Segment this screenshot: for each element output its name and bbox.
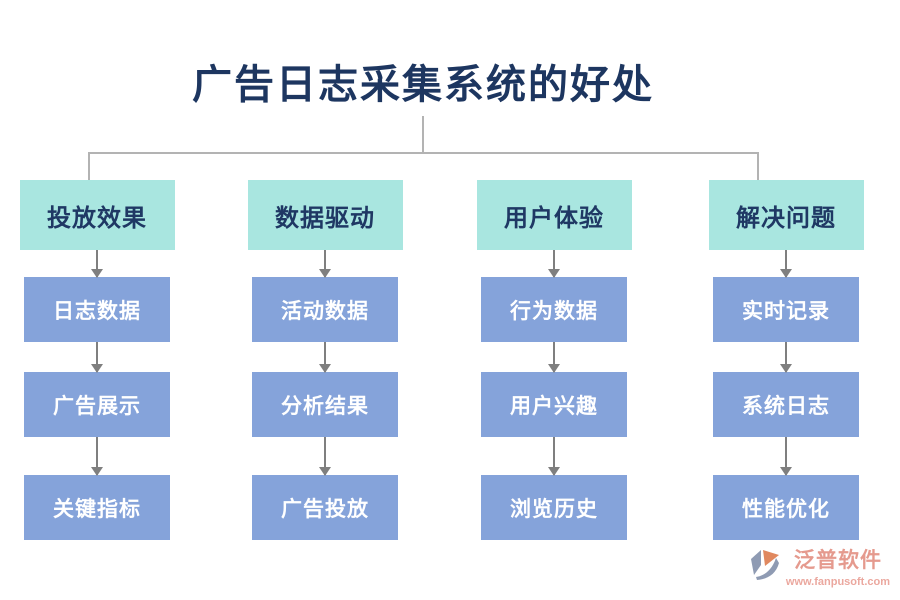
header-box: 解决问题 [708,180,864,250]
item-box: 系统日志 [713,372,859,437]
down-arrow-icon [324,437,326,475]
down-arrow-icon [785,250,787,277]
item-box: 日志数据 [24,277,170,342]
item-box: 用户兴趣 [481,372,627,437]
watermark-text: 泛普软件 www.fanpusoft.com [786,544,890,588]
down-arrow-icon [785,437,787,475]
down-arrow-icon [96,437,98,475]
down-arrow-icon [96,342,98,372]
item-box: 活动数据 [252,277,398,342]
column-data-driven: 数据驱动 活动数据 分析结果 广告投放 [245,180,405,540]
connector-drop-right [757,152,759,180]
down-arrow-icon [324,342,326,372]
connector-drop-left [88,152,90,180]
item-box: 广告展示 [24,372,170,437]
watermark: 泛普软件 www.fanpusoft.com [744,544,890,588]
down-arrow-icon [96,250,98,277]
down-arrow-icon [785,342,787,372]
page-title: 广告日志采集系统的好处 [192,62,654,107]
column-user-experience: 用户体验 行为数据 用户兴趣 浏览历史 [474,180,634,540]
fanpu-logo-icon [750,550,779,580]
down-arrow-icon [324,250,326,277]
watermark-brand: 泛普软件 [793,548,882,572]
item-box: 行为数据 [481,277,627,342]
down-arrow-icon [553,342,555,372]
header-box: 数据驱动 [247,180,403,250]
watermark-url: www.fanpusoft.com [785,576,890,588]
down-arrow-icon [553,437,555,475]
item-box: 浏览历史 [481,475,627,540]
item-box: 实时记录 [713,277,859,342]
header-box: 用户体验 [476,180,632,250]
column-problem-solving: 解决问题 实时记录 系统日志 性能优化 [706,180,866,540]
connector-title-stem [422,116,424,152]
down-arrow-icon [553,250,555,277]
column-delivery-effect: 投放效果 日志数据 广告展示 关键指标 [17,180,177,540]
header-box: 投放效果 [19,180,175,250]
connector-horizontal-bar [88,152,759,154]
item-box: 广告投放 [252,475,398,540]
item-box: 性能优化 [713,475,859,540]
item-box: 关键指标 [24,475,170,540]
item-box: 分析结果 [252,372,398,437]
